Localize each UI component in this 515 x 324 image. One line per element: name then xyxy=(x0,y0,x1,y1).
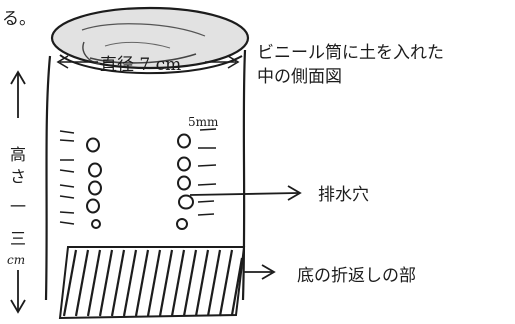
drain-hole-label: 排水穴 xyxy=(318,185,369,205)
drain-hole xyxy=(86,137,100,153)
bottom-fold-hatch xyxy=(58,246,246,320)
drain-hole-arrow xyxy=(189,185,302,201)
drain-holes xyxy=(86,133,194,230)
left-scale-marks xyxy=(59,130,75,225)
right-scale-marks xyxy=(197,128,217,216)
height-arrow xyxy=(10,70,26,314)
bottom-fold-label: 底の折返しの部 xyxy=(297,266,416,286)
tube-left-wall xyxy=(44,55,52,301)
height-char-1: 高 xyxy=(10,145,26,164)
title-line-2: 中の側面図 xyxy=(257,67,342,87)
height-char-3: 一 xyxy=(10,197,26,216)
drain-hole xyxy=(177,133,191,149)
diameter-label: 直径 7 cm xyxy=(100,55,181,75)
tube-body xyxy=(44,49,247,301)
drain-hole xyxy=(86,198,100,214)
drain-hole xyxy=(88,180,102,196)
title-line-1: ビニール筒に土を入れた xyxy=(257,43,444,63)
drain-hole xyxy=(177,156,191,172)
drain-hole xyxy=(177,175,191,191)
diameter-arrow xyxy=(56,55,240,69)
bottom-fold-arrow xyxy=(244,264,276,280)
height-char-4: 三 xyxy=(10,229,26,248)
drain-hole xyxy=(176,218,188,230)
tube-right-wall xyxy=(241,49,247,301)
text-fragment: る。 xyxy=(2,9,36,29)
height-char-2: さ xyxy=(10,167,26,186)
spacing-label: 5mm xyxy=(188,115,219,129)
drain-hole xyxy=(178,194,194,210)
drain-hole xyxy=(91,219,101,229)
height-unit: cm xyxy=(7,253,25,267)
drain-hole xyxy=(88,162,102,178)
